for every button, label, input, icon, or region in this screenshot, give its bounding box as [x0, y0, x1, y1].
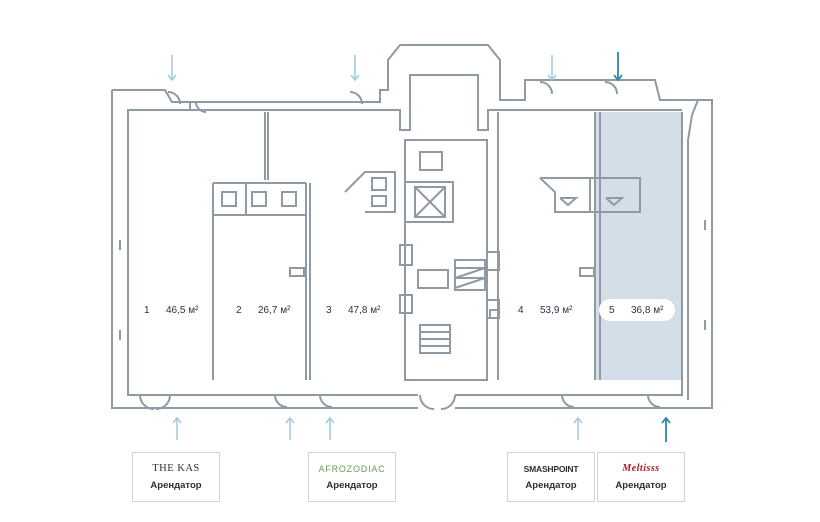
unit-area: 46,5 м²	[166, 304, 199, 316]
unit-4-label[interactable]: 4 53,9 м²	[508, 299, 582, 321]
tenant-logo-text: Meltisss	[622, 463, 660, 474]
unit-5-label[interactable]: 5 36,8 м²	[599, 299, 675, 321]
entrance-arrows	[167, 55, 583, 440]
unit-number: 4	[518, 304, 524, 316]
tenant-role: Арендатор	[150, 480, 202, 491]
tenant-logo-text: THE KAS	[152, 463, 200, 474]
tenant-role: Арендатор	[615, 480, 667, 491]
unit-1-label[interactable]: 1 46,5 м²	[134, 299, 208, 321]
unit-3-label[interactable]: 3 47,8 м²	[316, 299, 390, 321]
tenant-card-afrozodiac[interactable]: AFROZODIAC Арендатор	[308, 452, 396, 502]
unit-number: 5	[609, 304, 615, 316]
tenant-card-smashpoint[interactable]: SMASHPOINT Арендатор	[507, 452, 595, 502]
unit-area: 26,7 м²	[258, 304, 291, 316]
unit-number: 3	[326, 304, 332, 316]
unit-area: 47,8 м²	[348, 304, 381, 316]
unit-number: 1	[144, 304, 150, 316]
unit-area: 36,8 м²	[631, 304, 664, 316]
unit-area: 53,9 м²	[540, 304, 573, 316]
walls	[111, 44, 713, 410]
tenant-logo-text: SMASHPOINT	[523, 463, 579, 474]
entrance-arrows-active	[613, 52, 671, 442]
tenant-card-meltisss[interactable]: Meltisss Арендатор	[597, 452, 685, 502]
tenant-card-the-kas[interactable]: THE KAS Арендатор	[132, 452, 220, 502]
unit-5-area[interactable]	[595, 112, 681, 380]
tenant-role: Арендатор	[326, 479, 378, 491]
unit-2-label[interactable]: 2 26,7 м²	[226, 299, 300, 321]
unit-number: 2	[236, 304, 242, 316]
tenant-logo-text: AFROZODIAC	[318, 463, 386, 474]
tenant-role: Арендатор	[525, 479, 577, 491]
